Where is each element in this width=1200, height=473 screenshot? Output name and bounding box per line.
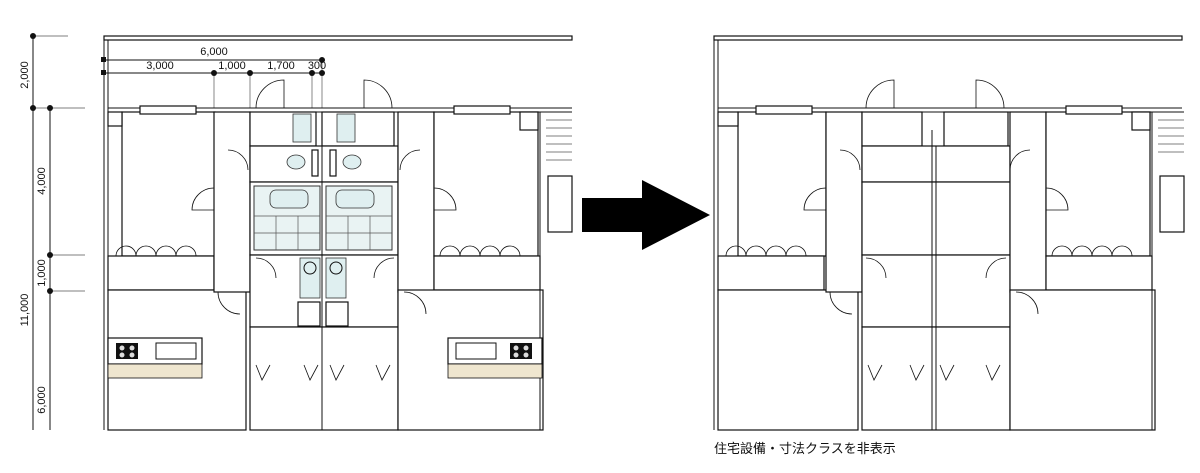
sink-icon [303, 261, 317, 275]
dim-left-11000: 11,000 [19, 294, 31, 327]
horizontal-dimensions: 6,000 3,000 1,000 1,700 300 [101, 46, 326, 108]
dim-left-1000: 1,000 [36, 259, 48, 287]
vertical-dimensions: 2,000 4,000 1,000 11,000 6,000 [19, 33, 85, 430]
sink-icon [329, 261, 343, 275]
kitchen-right [447, 337, 543, 379]
dim-top-1700: 1,700 [267, 60, 295, 72]
dim-top-1000: 1,000 [218, 60, 246, 72]
stair [546, 111, 573, 233]
sink-icon [455, 342, 497, 360]
dim-left-4000: 4,000 [36, 167, 48, 195]
sink-icon [155, 342, 197, 360]
plan-without-fixtures [713, 35, 1185, 431]
doors [115, 79, 521, 381]
plan-with-fixtures: 2,000 4,000 1,000 11,000 6,000 6,000 3,0… [19, 33, 573, 431]
dim-left-6000: 6,000 [36, 386, 48, 414]
caption: 住宅設備・寸法クラスを非表示 [714, 442, 896, 457]
dim-top-6000: 6,000 [200, 46, 228, 58]
toilet-icon [342, 154, 362, 170]
kitchen-left [107, 337, 203, 379]
windows [107, 105, 539, 131]
fixtures [107, 113, 543, 379]
arrow-right-icon [582, 180, 710, 250]
dim-left-2000: 2,000 [19, 61, 31, 89]
toilet-icon [286, 154, 306, 170]
dim-top-3000: 3,000 [146, 60, 174, 72]
walls [103, 35, 573, 431]
dim-top-300: 300 [308, 60, 326, 72]
